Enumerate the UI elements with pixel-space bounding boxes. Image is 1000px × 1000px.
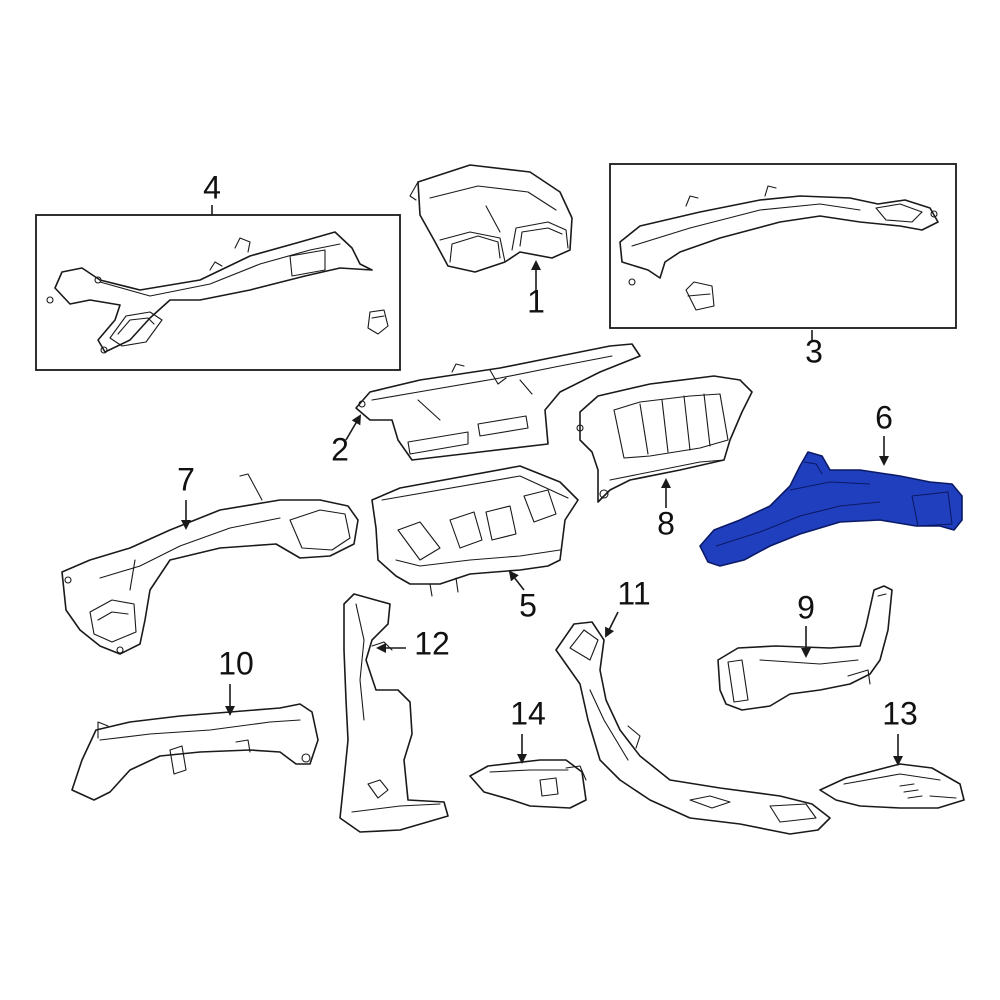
callout-8: 8: [657, 505, 675, 541]
part-12-vertical-duct[interactable]: [339, 593, 449, 833]
part-8-blower-housing[interactable]: [576, 375, 753, 503]
part-10-lower-left-duct[interactable]: [71, 703, 319, 801]
callout-4: 4: [203, 169, 221, 205]
part-3-upper-duct[interactable]: [619, 185, 939, 311]
part-4-frame: [35, 214, 401, 371]
callout-14: 14: [510, 695, 546, 731]
callout-labels: 1 2 3 4 5 6 7 8 9 10 11 12 13 14: [177, 169, 918, 731]
part-11-floor-duct[interactable]: [555, 621, 831, 835]
leader-5: [508, 570, 525, 591]
part-6-duct-highlighted[interactable]: [699, 451, 963, 567]
callout-2: 2: [331, 431, 349, 467]
callout-1: 1: [527, 283, 545, 319]
part-3-frame: [609, 163, 957, 329]
part-4-rear-duct[interactable]: [46, 231, 389, 354]
part-5-heater-box[interactable]: [371, 465, 579, 597]
callout-6: 6: [875, 399, 893, 435]
callout-13: 13: [882, 695, 918, 731]
part-7-left-duct[interactable]: [61, 473, 359, 655]
leader-lines: [181, 205, 903, 766]
callout-11: 11: [617, 575, 650, 611]
callout-9: 9: [797, 589, 815, 625]
callout-7: 7: [177, 461, 195, 497]
callout-5: 5: [519, 587, 537, 623]
part-2-center-duct[interactable]: [355, 343, 641, 461]
callout-3: 3: [805, 333, 823, 369]
callout-12: 12: [414, 625, 450, 661]
part-14-flat-duct[interactable]: [469, 759, 587, 809]
callout-10: 10: [218, 645, 254, 681]
part-13-flat-duct[interactable]: [819, 763, 965, 809]
part-1-twin-duct[interactable]: [409, 164, 573, 273]
leader-2: [345, 414, 362, 441]
leader-11: [605, 611, 619, 638]
